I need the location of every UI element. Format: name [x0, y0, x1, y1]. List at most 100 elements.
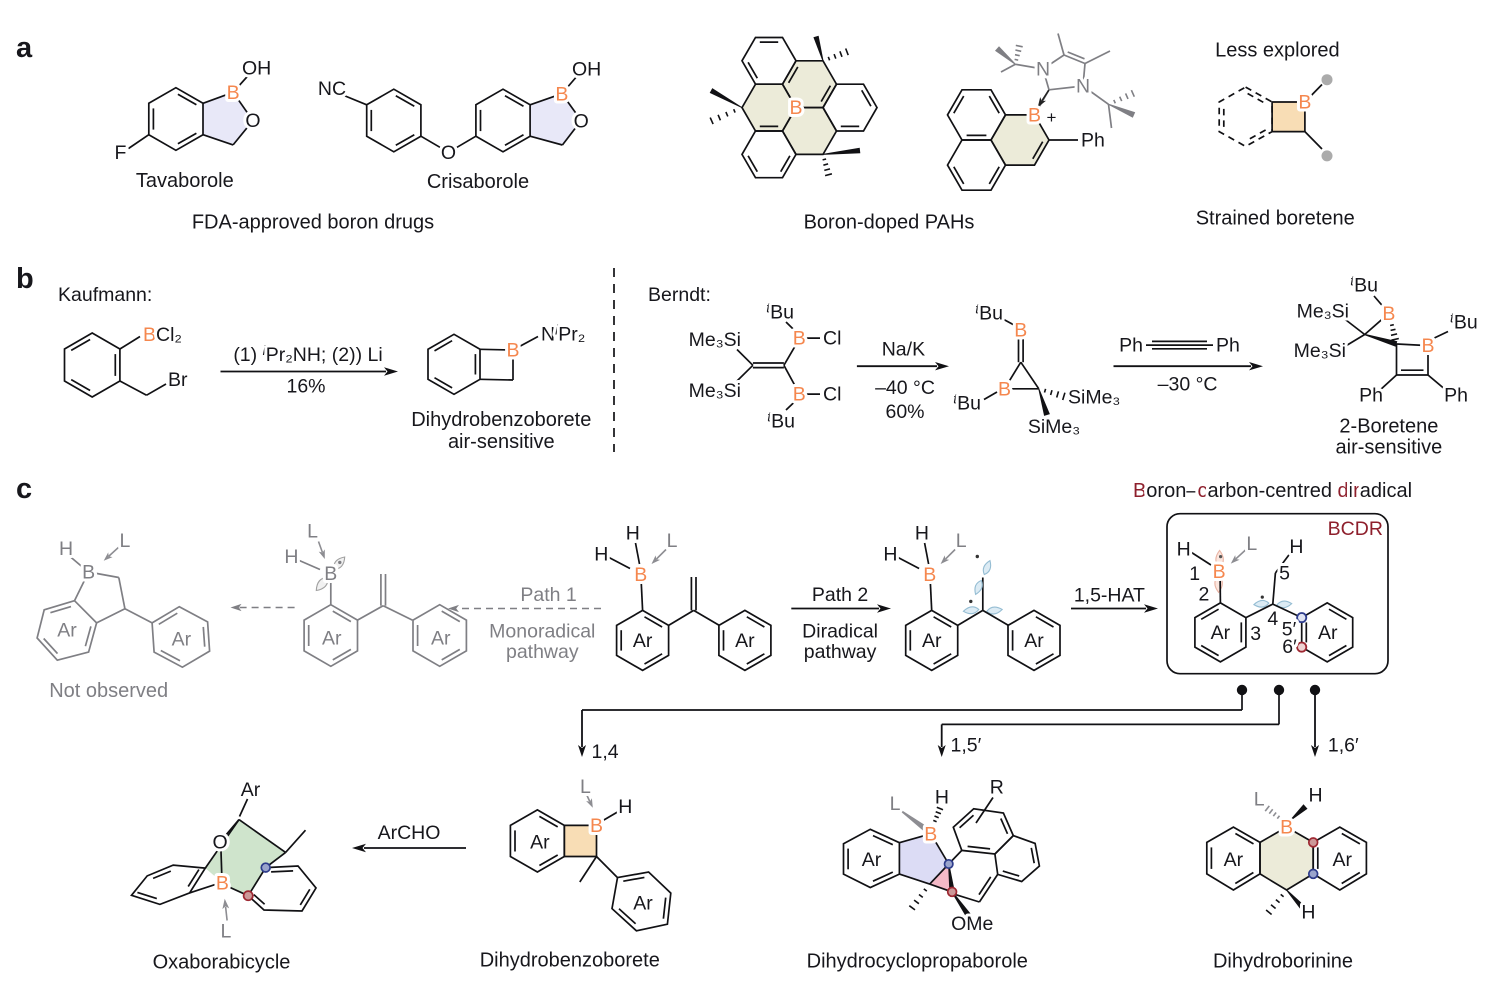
bond: [717, 114, 722, 121]
label-b-berndt-b1: B: [793, 328, 806, 350]
bond: [529, 92, 563, 106]
panel-c: c H B L Ar Ar Not observed H B L Ar Ar P…: [13, 470, 1415, 853]
bond: [602, 811, 618, 822]
shape: [1205, 826, 1261, 891]
bond: [434, 376, 453, 389]
bond: [88, 571, 119, 579]
shape: [586, 798, 593, 808]
bond: [332, 648, 352, 661]
label-b-berndt-prod2_ph1: Ph: [1359, 385, 1383, 407]
bond: [933, 819, 937, 823]
label-a-tavaborole-oh: OH: [242, 58, 271, 80]
bond: [978, 876, 992, 896]
structure-berndt-substrate: Me₃Si Me₃Si B B Cl Cl tBu tBu: [686, 297, 845, 436]
bond: [833, 53, 837, 59]
shape: [995, 46, 1016, 65]
bond: [382, 604, 413, 621]
shape: [530, 93, 582, 145]
bond: [1268, 808, 1274, 815]
bond: [928, 571, 933, 611]
bond: [238, 798, 249, 817]
bond: [1043, 388, 1047, 393]
shape: [741, 130, 797, 179]
bond: [1082, 63, 1086, 87]
shape: [151, 605, 211, 669]
label-backdrop: [440, 144, 457, 161]
orbital-lobe: [315, 576, 329, 592]
shape: [222, 898, 230, 910]
bond: [1035, 653, 1054, 665]
bond: [944, 548, 956, 560]
bond: [736, 348, 754, 366]
bond: [709, 117, 714, 125]
label-b-berndt-prod2_b1: B: [1382, 303, 1395, 325]
bond: [1130, 89, 1136, 98]
label-b-berndt-prod2_tbu2: tBu: [1450, 310, 1478, 334]
bond: [655, 548, 667, 560]
label-c-substrate-h1: H: [626, 523, 640, 545]
label-c-oxabora-ar: Ar: [241, 779, 261, 801]
bond: [137, 891, 158, 900]
bond: [1304, 131, 1323, 150]
bond: [1280, 893, 1285, 898]
bond: [70, 378, 91, 392]
bond: [1014, 53, 1020, 57]
bond: [128, 133, 150, 150]
shape: [427, 333, 481, 396]
shape: [1260, 827, 1314, 890]
bcdr-branches: 1,4 1,5′ 1,6′: [578, 684, 1362, 766]
bond: [1014, 58, 1019, 61]
shape: [813, 35, 824, 61]
label-c-not_observed-ar1: Ar: [57, 620, 77, 642]
bond: [908, 905, 916, 911]
label-b-berndt-prod2_name: 2-Boretene: [1339, 415, 1438, 437]
label-backdrop: [212, 834, 229, 851]
label-a-borenium-b: B: [1028, 105, 1041, 127]
label-c-benzoborete-b: B: [590, 815, 603, 837]
label-a-borenium-n1: N: [1036, 59, 1050, 81]
label-backdrop: [573, 113, 590, 129]
label-b-kaufmann-product_note: air-sensitive: [448, 431, 555, 453]
label-b-kaufmann-yield: 16%: [286, 376, 325, 398]
bond: [820, 85, 832, 103]
label-b-berndt-prod1_tbu1: tBu: [975, 301, 1003, 325]
panel-c-label: c: [16, 473, 32, 505]
branch-dot: [1236, 684, 1248, 696]
label-c-bcdr-n5: 5: [1279, 562, 1290, 584]
label-b-kaufmann-bcl2: BCl₂: [143, 324, 182, 346]
label-backdrop: [244, 112, 261, 129]
label-a-borenium-ph: Ph: [1081, 130, 1105, 152]
bcdr: Boron–carbon-centred diradical BCDR H B …: [1130, 477, 1415, 675]
label-c-cyclopropaborole-ar: Ar: [862, 849, 882, 871]
orbital-lobe: [962, 606, 980, 615]
bond: [108, 545, 121, 557]
bond: [860, 89, 872, 107]
bond: [1002, 870, 1020, 877]
label-c-benzoborete-ar1: Ar: [530, 832, 550, 854]
bond: [644, 616, 663, 628]
label-a-crisaborole-nc: NC: [318, 78, 346, 100]
bond: [933, 653, 952, 665]
label-c-benzoborete-caption: Dihydrobenzoborete: [480, 950, 660, 972]
bond: [872, 834, 894, 846]
shape: [147, 86, 204, 152]
shape: [365, 88, 422, 153]
bond: [595, 855, 619, 879]
label-c-borinine-caption: Dihydroborinine: [1213, 950, 1353, 972]
bond: [220, 847, 223, 876]
bond: [1118, 96, 1123, 102]
label-c-borinine-ar2: Ar: [1333, 849, 1353, 871]
bond: [824, 173, 833, 177]
shape: [412, 603, 468, 668]
bond: [1020, 361, 1040, 390]
bond: [202, 133, 234, 146]
bond: [1390, 333, 1398, 337]
label-c-path2-line1: Diradical: [802, 621, 878, 643]
bond: [1304, 83, 1323, 103]
shape: [1038, 388, 1050, 416]
bond: [1364, 312, 1390, 336]
bond: [872, 871, 894, 882]
bond: [1042, 68, 1050, 91]
structure-not-observed: H B L Ar Ar Not observed: [36, 527, 211, 705]
label-c-diradical-b: B: [923, 564, 936, 586]
